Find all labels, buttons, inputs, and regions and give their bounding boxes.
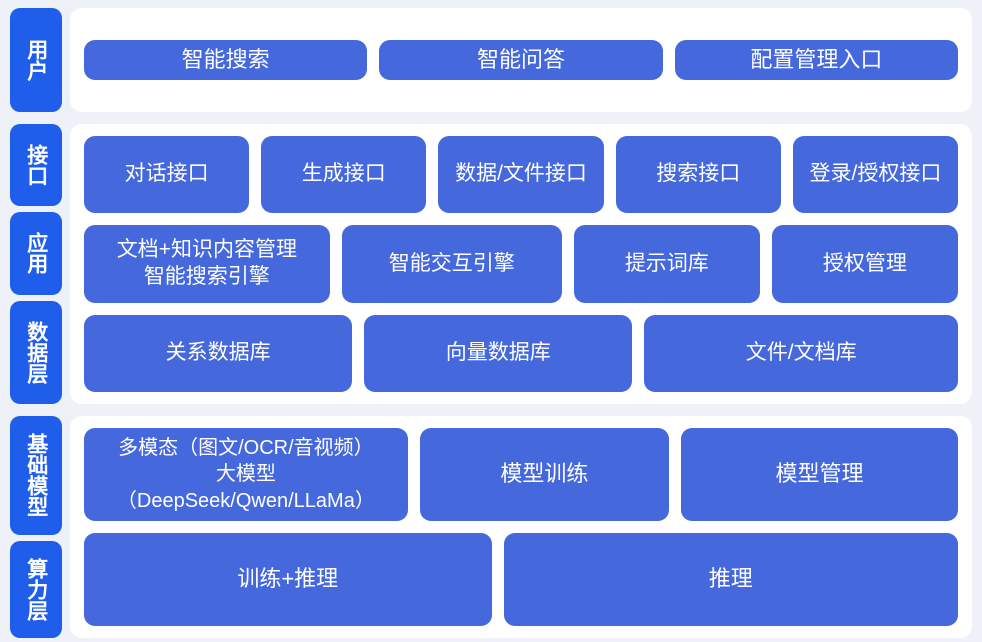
row-application: 文档+知识内容管理 智能搜索引擎 智能交互引擎 提示词库 授权管理 bbox=[84, 225, 958, 303]
band-platform-tabs: 接口 应用 数据层 bbox=[10, 124, 62, 404]
box-relational-database[interactable]: 关系数据库 bbox=[84, 314, 353, 392]
box-prompt-library[interactable]: 提示词库 bbox=[573, 225, 760, 303]
side-tab-application[interactable]: 应用 bbox=[10, 212, 62, 295]
side-tab-foundation-model[interactable]: 基础模型 bbox=[10, 416, 62, 535]
side-tab-compute-layer[interactable]: 算力层 bbox=[10, 540, 62, 638]
box-doc-knowledge-management[interactable]: 文档+知识内容管理 智能搜索引擎 bbox=[84, 225, 330, 303]
box-data-file-api[interactable]: 数据/文件接口 bbox=[438, 136, 604, 214]
box-vector-database[interactable]: 向量数据库 bbox=[364, 314, 633, 392]
band-user-panel: 智能搜索 智能问答 配置管理入口 bbox=[70, 8, 972, 112]
box-config-management-entry[interactable]: 配置管理入口 bbox=[674, 39, 958, 81]
box-dialog-api[interactable]: 对话接口 bbox=[84, 136, 250, 214]
box-smart-search[interactable]: 智能搜索 bbox=[84, 39, 368, 81]
box-model-management[interactable]: 模型管理 bbox=[680, 428, 958, 521]
box-smart-qa[interactable]: 智能问答 bbox=[379, 39, 663, 81]
band-user-tabs: 用户 bbox=[10, 8, 62, 112]
row-data: 关系数据库 向量数据库 文件/文档库 bbox=[84, 314, 958, 392]
row-model: 多模态（图文/OCR/音视频） 大模型（DeepSeek/Qwen/LLaMa）… bbox=[84, 428, 958, 521]
band-platform: 接口 应用 数据层 对话接口 生成接口 数据/文件接口 搜索接口 登录/授权接口… bbox=[10, 124, 972, 404]
box-inference[interactable]: 推理 bbox=[503, 533, 958, 626]
box-smart-interaction-engine[interactable]: 智能交互引擎 bbox=[341, 225, 562, 303]
box-training-inference[interactable]: 训练+推理 bbox=[84, 533, 492, 626]
row-interface: 对话接口 生成接口 数据/文件接口 搜索接口 登录/授权接口 bbox=[84, 136, 959, 214]
box-generation-api[interactable]: 生成接口 bbox=[261, 136, 427, 214]
box-model-training[interactable]: 模型训练 bbox=[419, 428, 669, 521]
row-compute: 训练+推理 推理 bbox=[84, 533, 958, 626]
side-tab-data-layer[interactable]: 数据层 bbox=[10, 300, 62, 404]
box-file-document-store[interactable]: 文件/文档库 bbox=[644, 314, 958, 392]
band-user: 用户 智能搜索 智能问答 配置管理入口 bbox=[10, 8, 972, 112]
band-infrastructure-panel: 多模态（图文/OCR/音视频） 大模型（DeepSeek/Qwen/LLaMa）… bbox=[70, 416, 972, 638]
side-tab-user[interactable]: 用户 bbox=[10, 8, 62, 112]
band-infrastructure: 基础模型 算力层 多模态（图文/OCR/音视频） 大模型（DeepSeek/Qw… bbox=[10, 416, 972, 638]
band-infrastructure-tabs: 基础模型 算力层 bbox=[10, 416, 62, 638]
box-authorization-management[interactable]: 授权管理 bbox=[771, 225, 958, 303]
box-multimodal-large-model[interactable]: 多模态（图文/OCR/音视频） 大模型（DeepSeek/Qwen/LLaMa） bbox=[84, 428, 408, 521]
box-search-api[interactable]: 搜索接口 bbox=[615, 136, 781, 214]
band-platform-panel: 对话接口 生成接口 数据/文件接口 搜索接口 登录/授权接口 文档+知识内容管理… bbox=[70, 124, 972, 404]
row-user-entries: 智能搜索 智能问答 配置管理入口 bbox=[84, 39, 958, 81]
box-login-auth-api[interactable]: 登录/授权接口 bbox=[792, 136, 959, 214]
side-tab-interface[interactable]: 接口 bbox=[10, 124, 62, 207]
